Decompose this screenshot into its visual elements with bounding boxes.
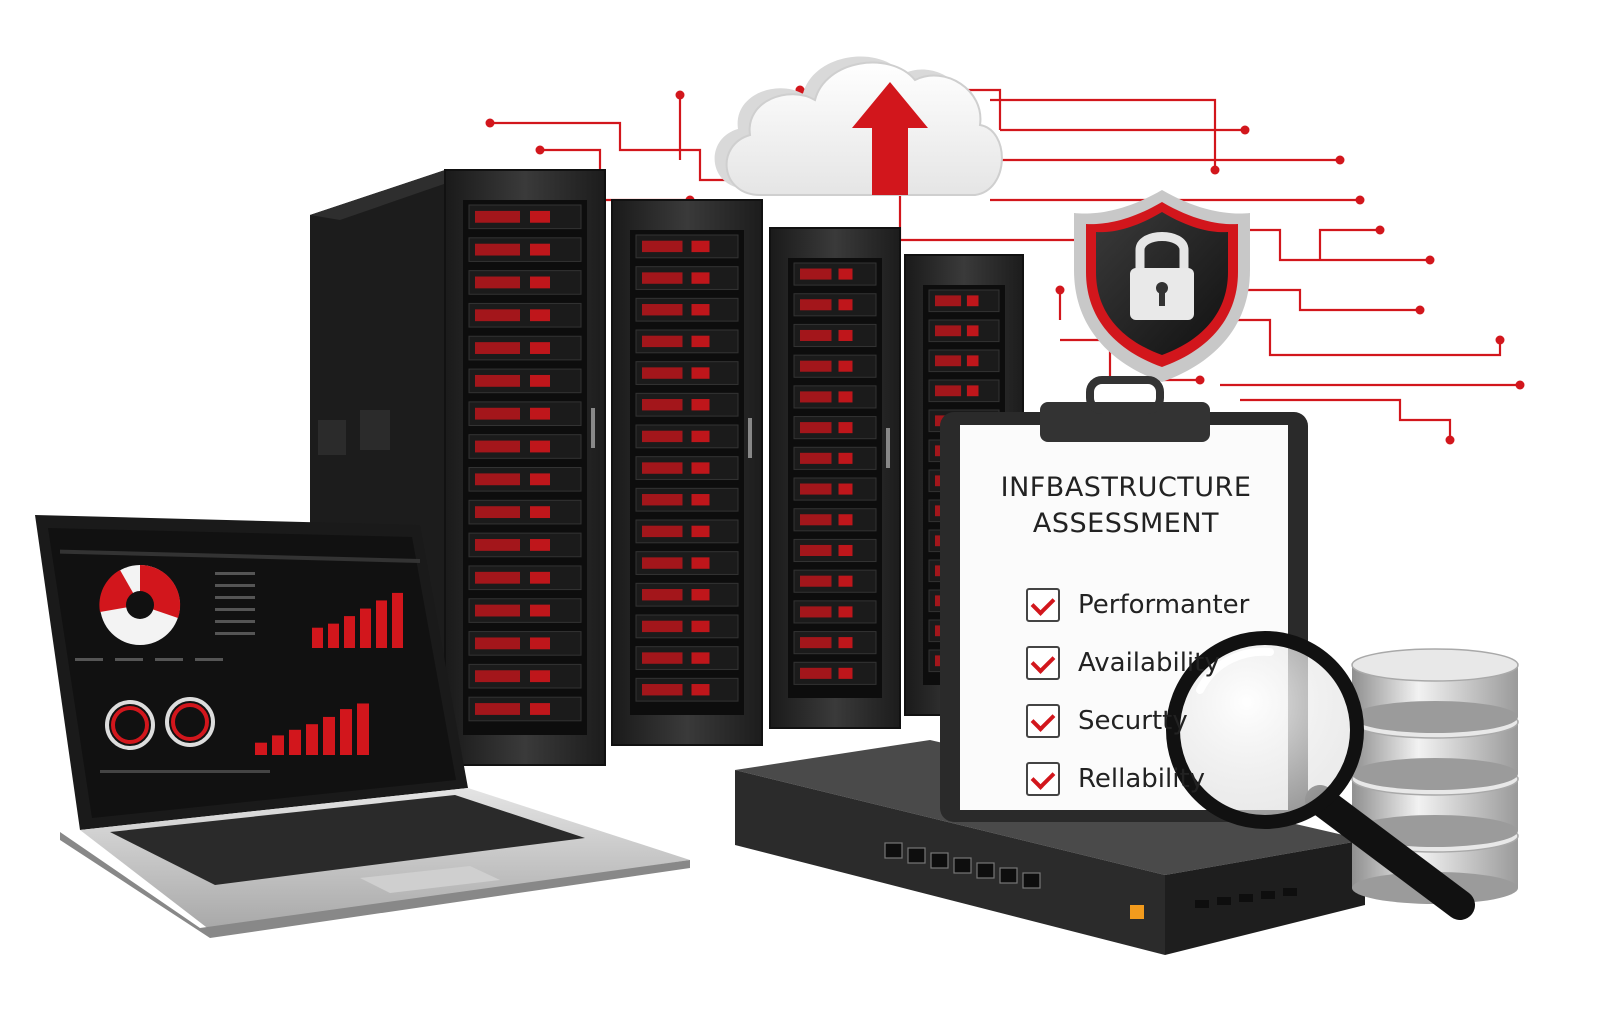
laptop <box>35 515 690 938</box>
checklist-item: Rellability <box>1026 750 1296 808</box>
checkmark-icon <box>1026 646 1060 680</box>
checklist-item-label: Rellability <box>1078 764 1206 794</box>
checklist-item-label: Performanter <box>1078 590 1250 620</box>
checkmark-icon <box>1026 762 1060 796</box>
magnifying-glass-icon <box>1166 631 1475 920</box>
cloud-upload-icon <box>714 56 1003 196</box>
checklist-item: Performanter <box>1026 576 1296 634</box>
checklist-title-line1: INFBASTRUCTURE <box>1000 472 1252 503</box>
checklist-item: Securtty <box>1026 692 1296 750</box>
database-icon <box>1351 648 1519 904</box>
assessment-checklist: INFBASTRUCTURE ASSESSMENT Performanter A… <box>966 470 1286 796</box>
checklist-item: Availability <box>1026 634 1296 692</box>
checklist-item-label: Availability <box>1078 648 1220 678</box>
checklist-item-label: Securtty <box>1078 706 1188 736</box>
security-shield-icon <box>1074 190 1250 382</box>
checkmark-icon <box>1026 704 1060 738</box>
checkmark-icon <box>1026 588 1060 622</box>
checklist-title-line2: ASSESSMENT <box>1032 508 1220 539</box>
checklist-items: Performanter Availability Securtty Rella… <box>1026 576 1296 808</box>
